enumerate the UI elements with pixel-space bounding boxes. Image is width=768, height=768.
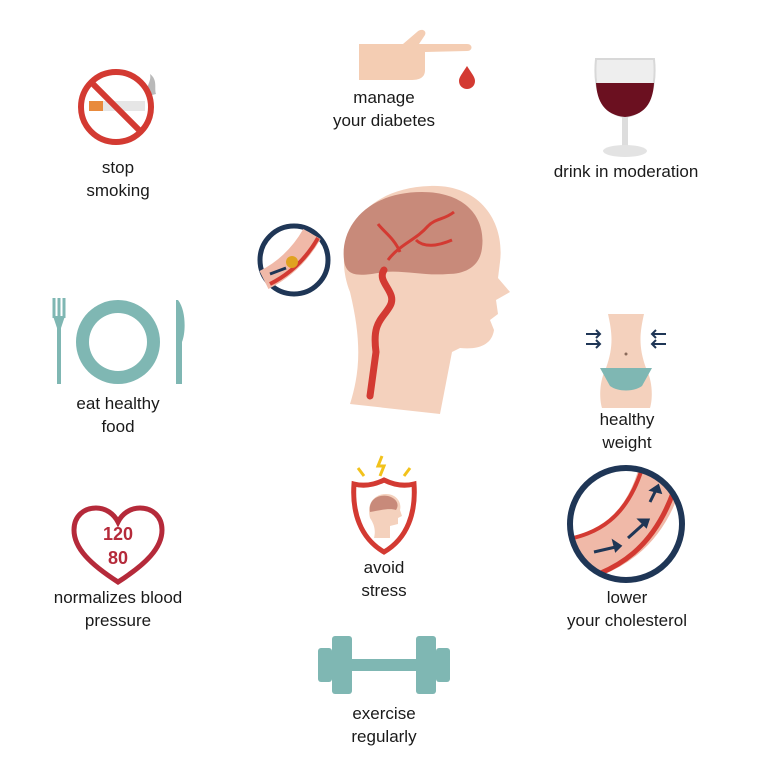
fork-plate-knife-icon xyxy=(48,296,190,391)
stress-label: avoid stress xyxy=(361,558,407,600)
exercise-label: exercise regularly xyxy=(351,704,417,746)
head-brain-icon xyxy=(320,182,520,417)
cholesterol-label: lower your cholesterol xyxy=(566,588,687,630)
finger-blood-drop-icon xyxy=(355,22,480,92)
dumbbell-icon xyxy=(318,634,450,696)
heart-icon: 120 80 xyxy=(70,504,166,586)
no-smoking-icon xyxy=(74,68,164,148)
stop-smoking-label: stop smoking xyxy=(86,158,150,200)
systolic-value: 120 xyxy=(102,524,134,544)
artery-icon xyxy=(564,462,688,586)
alcohol-label: drink in moderation xyxy=(553,162,699,181)
food-label: eat healthy food xyxy=(76,394,160,436)
weight-label: healthy weight xyxy=(599,410,655,452)
diastolic-value: 80 xyxy=(107,548,129,568)
diabetes-label: manage your diabetes xyxy=(332,88,436,130)
waist-icon xyxy=(584,312,668,408)
wine-glass-icon xyxy=(590,55,660,160)
shield-head-icon xyxy=(346,452,422,556)
blocked-artery-icon xyxy=(256,222,332,298)
blood-pressure-label: normalizes blood pressure xyxy=(53,588,183,630)
